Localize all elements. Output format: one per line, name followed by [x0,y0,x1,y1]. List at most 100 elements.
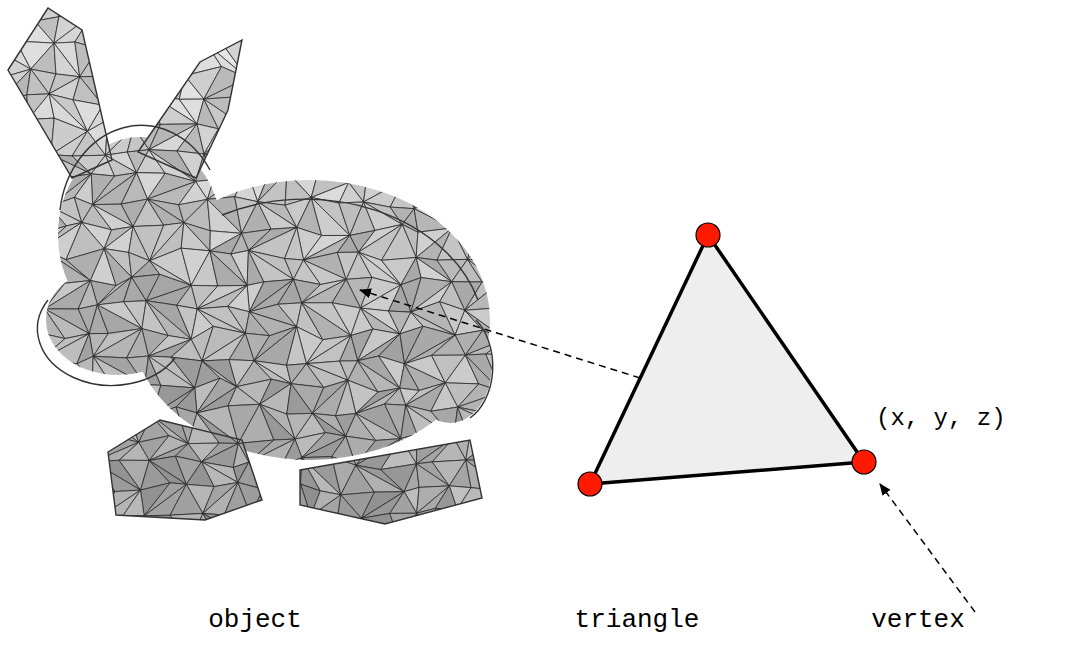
mesh-triangle [346,98,368,126]
mesh-triangle [1,176,34,203]
mesh-triangle [466,198,502,227]
mesh-triangle [286,151,306,172]
mesh-triangle [451,92,483,124]
mesh-triangle [0,234,40,257]
mesh-triangle [465,19,506,52]
mesh-triangle [156,16,188,52]
mesh-triangle [287,327,307,366]
mesh-triangle [469,70,497,92]
mesh-triangle [249,40,298,79]
mesh-triangle [287,384,313,414]
mesh-triangle [52,409,87,436]
mesh-triangle [233,92,259,123]
mesh-triangle [452,170,481,198]
mesh-triangle [258,156,287,183]
mesh-triangle [80,411,94,436]
text-label: (x, y, z) [876,406,1006,432]
mesh-triangle [459,122,501,147]
mesh-triangle [27,360,66,390]
mesh-triangle [233,78,259,97]
mesh-triangle [390,513,417,542]
mesh-triangle [313,0,348,21]
mesh-triangle [506,0,522,26]
mesh-triangle [469,70,497,100]
mesh-triangle [0,330,28,358]
mesh-triangle [310,47,351,76]
mesh-triangle [406,47,454,71]
bunny-mesh [0,0,535,548]
triangle-shape [590,235,864,484]
mesh-triangle [466,460,506,491]
mesh-triangle [14,513,53,548]
mesh-triangle [442,170,466,198]
mesh-triangle [416,0,451,19]
mesh-triangle [417,513,444,546]
mesh-triangle [406,47,454,75]
mesh-triangle [28,118,54,155]
mesh-triangle [283,43,311,72]
mesh-triangle [466,430,508,460]
mesh-triangle [495,0,518,26]
mesh-triangle [27,467,41,492]
mesh-triangle [120,27,156,53]
mesh-triangle [148,199,184,225]
mesh-triangle [465,53,498,72]
mesh-triangle [77,356,93,379]
mesh-triangle [0,405,37,442]
mesh-triangle [488,459,513,491]
mesh-triangle [357,145,404,180]
mesh-triangle [261,0,300,20]
mesh-triangle [361,98,393,126]
mesh-triangle [286,132,306,158]
mesh-triangle [0,390,27,407]
mesh-triangle [0,441,37,469]
mesh-triangle [298,72,317,102]
mesh-triangle [298,47,317,76]
mesh-triangle [138,66,159,94]
mesh-triangle [311,516,339,537]
mesh-triangle [1,176,34,207]
mesh-triangle [466,198,502,224]
mesh-triangle [414,170,452,208]
mesh-triangle [414,125,451,155]
mesh-triangle [452,147,481,178]
mesh-triangle [282,439,302,465]
mesh-triangle [451,119,483,147]
mesh-triangle [94,379,145,411]
mesh-triangle [53,517,92,544]
mesh-triangle [335,0,365,21]
mesh-triangle [31,43,56,74]
mesh-triangle [466,172,505,198]
mesh-triangle [202,462,238,487]
mesh-triangle [383,0,416,20]
mesh-triangle [17,234,42,257]
mesh-triangle [98,48,138,76]
mesh-triangle [383,154,414,179]
mesh-triangle [0,0,35,21]
mesh-triangle [506,459,530,494]
mesh-triangle [303,102,346,131]
mesh-triangle [14,491,53,517]
mesh-triangle [92,379,107,411]
mesh-triangle [465,282,500,310]
mesh-triangle [339,183,364,203]
mesh-triangle [103,105,134,127]
mesh-triangle [222,21,249,43]
mesh-triangle [71,0,103,15]
mesh-triangle [16,407,51,442]
mesh-triangle [232,0,261,21]
mesh-triangle [0,120,28,146]
mesh-triangle [228,387,260,406]
mesh-triangle [203,513,245,541]
mesh-triangle [467,259,499,282]
mesh-triangle [451,0,473,19]
mesh-triangle [484,197,522,224]
mesh-triangle [0,516,37,548]
mesh-triangle [0,276,39,302]
mesh-triangle [0,95,28,120]
mesh-triangle [278,279,302,304]
mesh-triangle [37,409,56,442]
mesh-triangle [437,228,467,260]
mesh-triangle [125,385,151,416]
mesh-triangle [0,442,37,469]
